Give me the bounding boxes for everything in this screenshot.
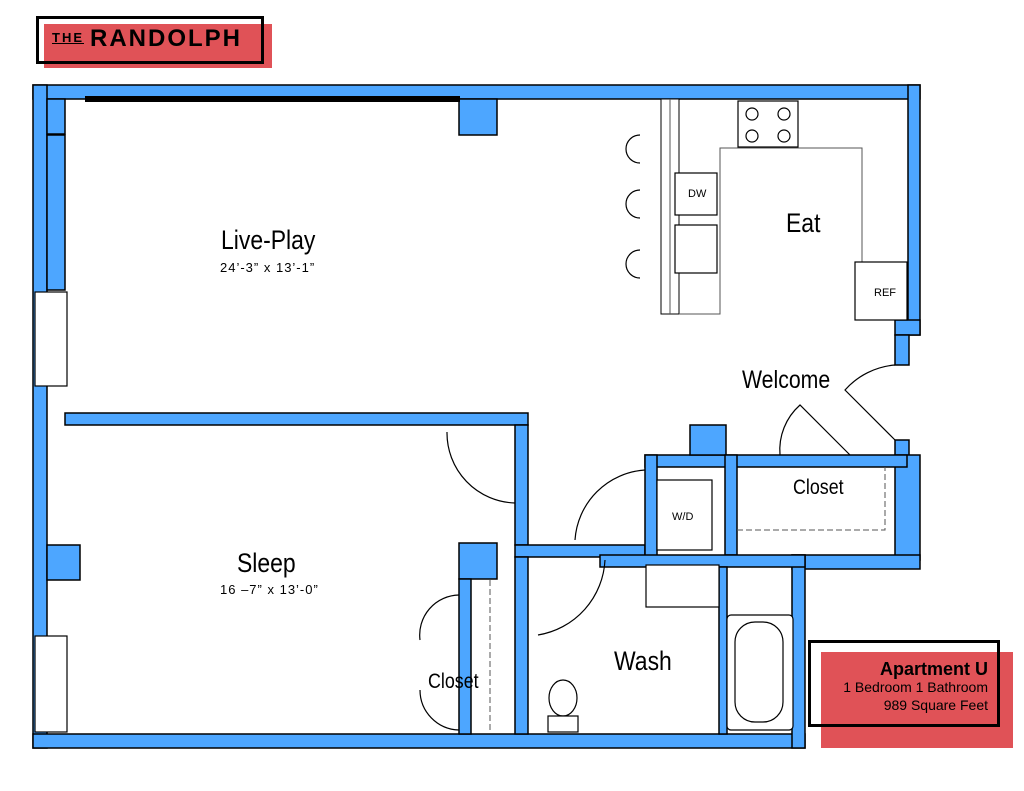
washer-dryer-label: W/D bbox=[672, 511, 694, 523]
bath-sink bbox=[645, 564, 720, 608]
door-wd bbox=[574, 469, 646, 541]
window-top bbox=[85, 96, 460, 102]
room-live-play: Live-Play bbox=[221, 225, 316, 255]
door-closet-bed bbox=[419, 594, 460, 731]
kitchen-sink bbox=[674, 224, 718, 274]
room-sleep: Sleep bbox=[237, 548, 296, 578]
room-live-play-dims: 24’-3” x 13’-1” bbox=[220, 260, 316, 275]
wall-closet-corner bbox=[458, 542, 498, 580]
wall-notch bbox=[894, 319, 921, 336]
apartment-area: 989 Square Feet bbox=[883, 697, 988, 713]
wall-corner bbox=[46, 98, 66, 135]
wall-left-pier bbox=[46, 134, 66, 291]
dishwasher-label: DW bbox=[688, 188, 707, 200]
wall-sleep-top bbox=[64, 412, 529, 426]
room-wash: Wash bbox=[614, 646, 672, 676]
logo-prefix: THE bbox=[52, 30, 84, 45]
wall-closet bbox=[458, 578, 472, 735]
wall-closet-left bbox=[724, 454, 738, 556]
window-left-upper bbox=[34, 291, 68, 387]
wall-tub bbox=[718, 566, 728, 735]
wall-right-lower bbox=[894, 454, 921, 561]
wall-step bbox=[791, 554, 921, 570]
wall-right-upper bbox=[907, 84, 921, 336]
wall-left-pier-2 bbox=[46, 544, 81, 581]
room-eat: Eat bbox=[786, 208, 821, 238]
wall-sleep-right bbox=[514, 424, 529, 546]
wall-right-bottom bbox=[791, 554, 806, 749]
apartment-layout: 1 Bedroom 1 Bathroom bbox=[843, 679, 988, 695]
bar-stools bbox=[625, 134, 641, 279]
logo-name: RANDOLPH bbox=[90, 25, 242, 52]
room-closet-bed: Closet bbox=[428, 670, 479, 693]
washer-dryer bbox=[656, 479, 713, 551]
refrigerator bbox=[854, 261, 908, 321]
door-sleep bbox=[446, 431, 516, 504]
column-2 bbox=[689, 424, 727, 456]
column bbox=[458, 98, 498, 136]
dishwasher bbox=[674, 172, 718, 216]
wall-wd-top bbox=[644, 454, 908, 468]
wall-wd-left bbox=[644, 454, 658, 561]
stove bbox=[737, 100, 799, 148]
wall-bottom bbox=[32, 733, 806, 749]
room-welcome: Welcome bbox=[742, 366, 831, 394]
toilet bbox=[548, 679, 578, 717]
room-closet-main: Closet bbox=[793, 476, 844, 499]
door-entry bbox=[844, 364, 896, 441]
refrigerator-label: REF bbox=[874, 287, 896, 299]
door-closet bbox=[779, 404, 851, 456]
window-left-lower bbox=[34, 635, 68, 733]
wall-bath-left bbox=[514, 556, 529, 735]
door-wash bbox=[537, 559, 606, 636]
room-sleep-dims: 16 –7” x 13’-0” bbox=[220, 582, 319, 597]
apartment-title: Apartment U bbox=[879, 659, 988, 679]
wall-right-door-jamb bbox=[894, 334, 910, 366]
